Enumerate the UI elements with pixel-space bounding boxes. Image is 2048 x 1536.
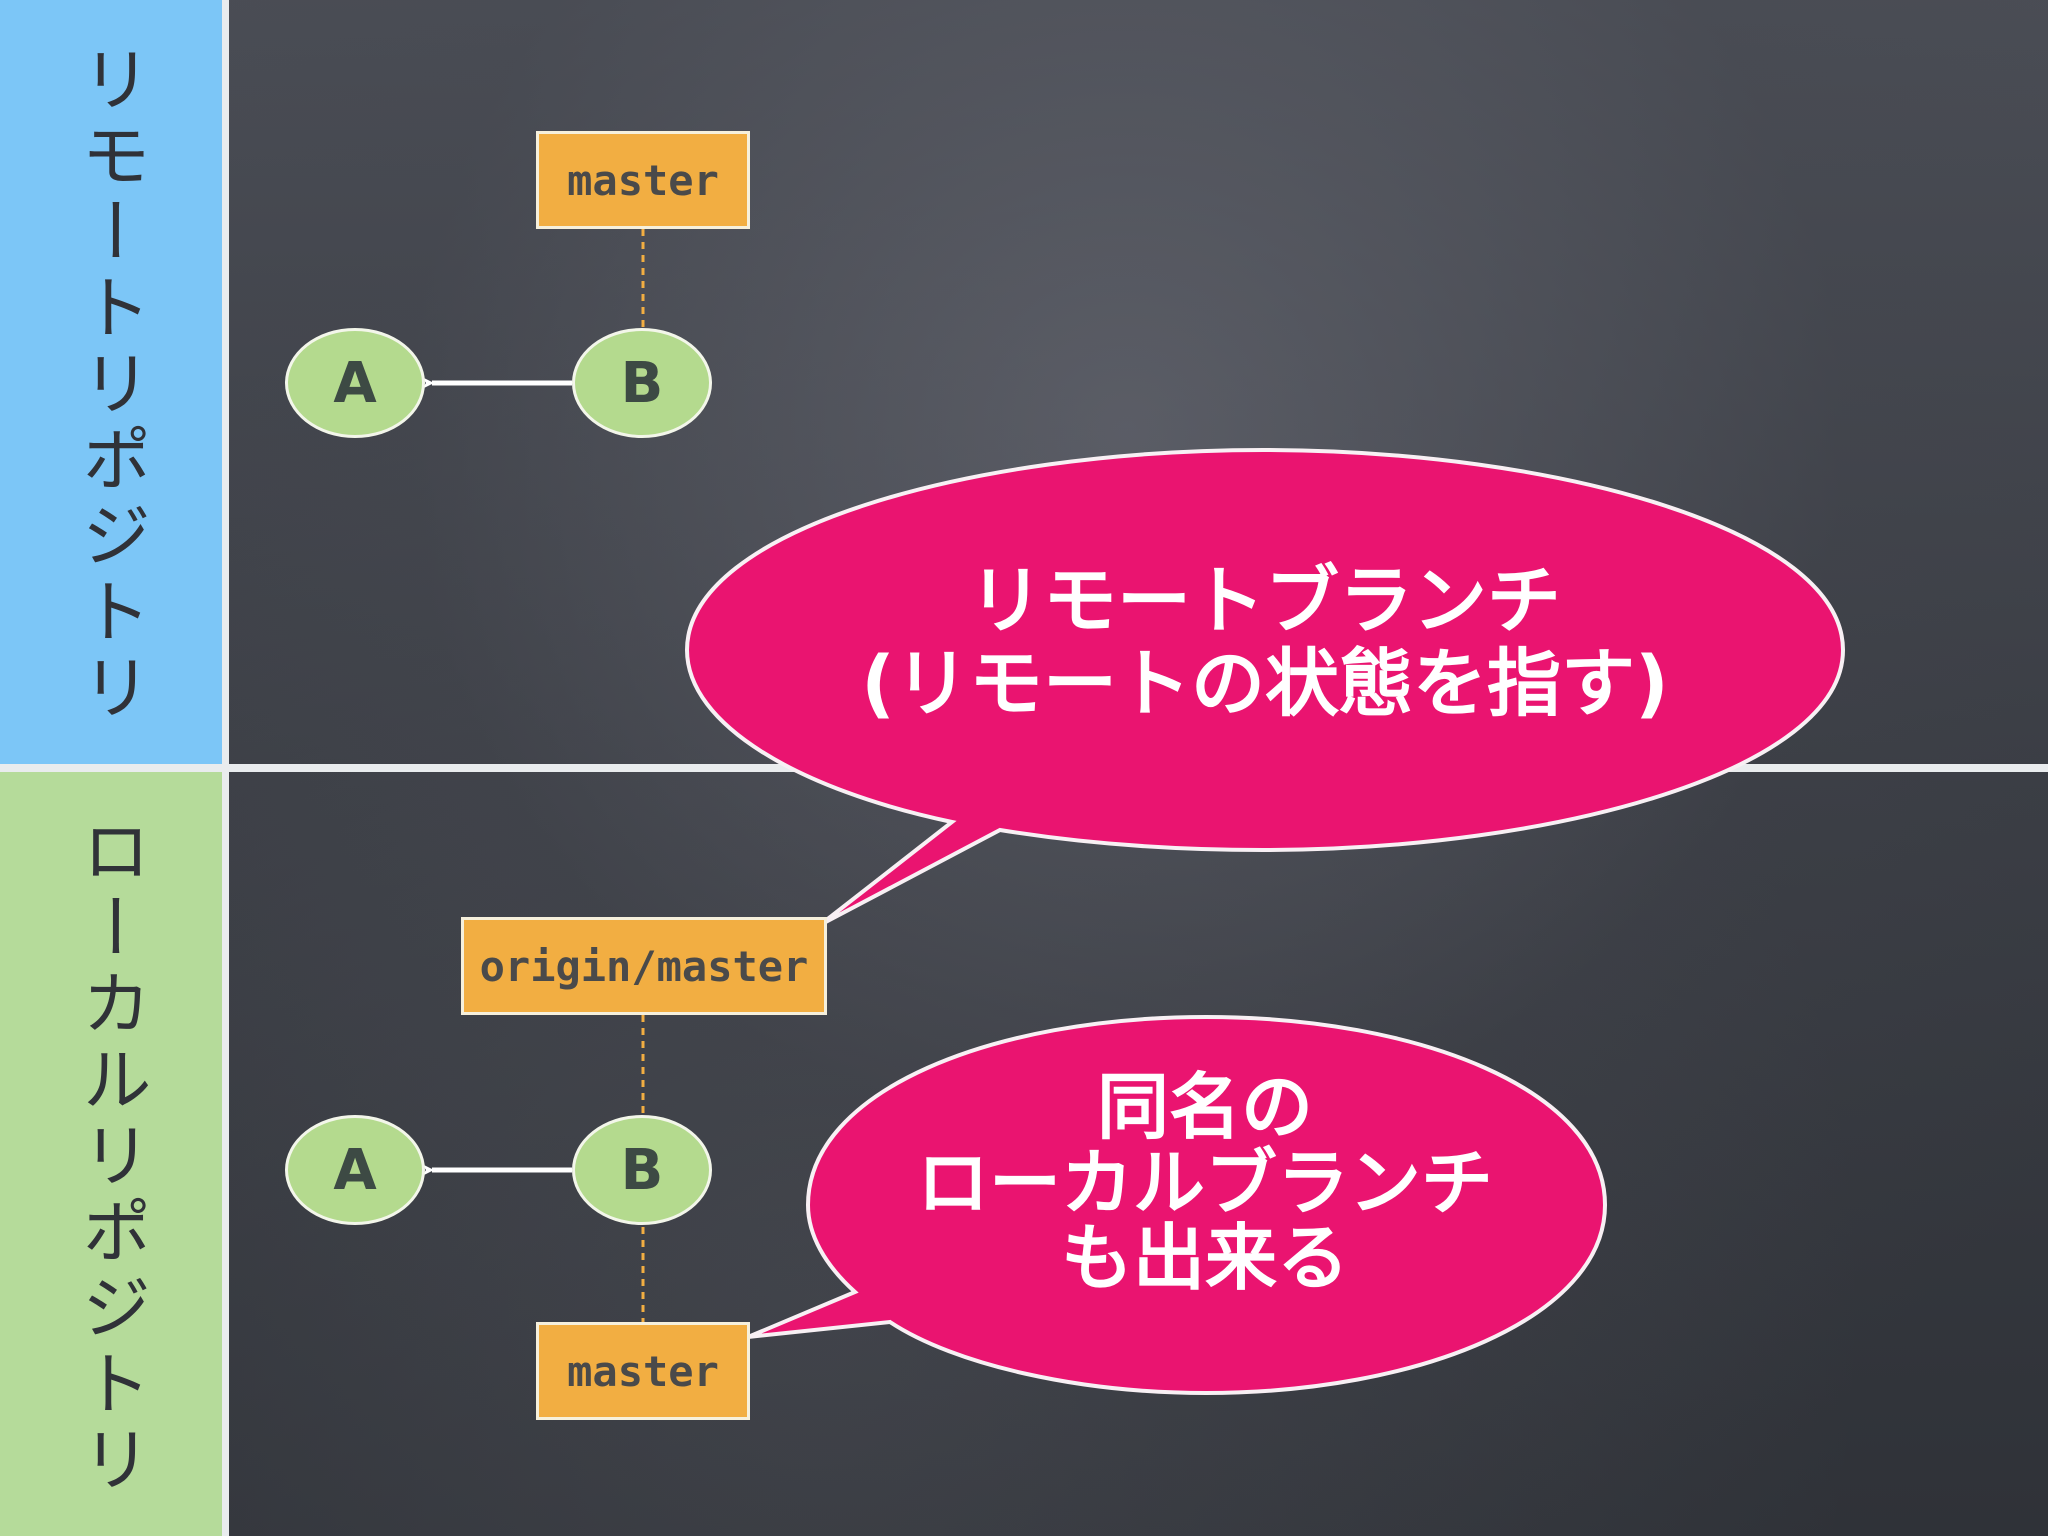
local-branch-callout-line-1: 同名の — [1096, 1065, 1313, 1149]
local-repository-panel: ローカルリポジトリ — [0, 772, 222, 1536]
local-branch-callout-bubble — [747, 1014, 1608, 1396]
origin-master-branch-label: origin/master — [461, 917, 827, 1015]
remote-branch-callout-line-2: (リモートの状態を指す) — [861, 640, 1669, 727]
remote-repository-label: リモートリポジトリ — [70, 43, 152, 727]
local-commit-b-label: B — [620, 1137, 664, 1203]
local-branch-callout-text: 同名の ローカルブランチ も出来る — [860, 1065, 1550, 1301]
local-master-branch-label: master — [536, 1322, 750, 1420]
local-commit-a: A — [285, 1115, 425, 1225]
remote-branch-callout-line-1: リモートブランチ — [969, 558, 1561, 644]
remote-branch-callout-text: リモートブランチ (リモートの状態を指す) — [760, 560, 1770, 726]
local-branch-callout-line-3: も出来る — [1060, 1216, 1349, 1301]
remote-commit-b: B — [572, 328, 712, 438]
remote-commit-b-label: B — [620, 350, 664, 416]
remote-commit-a: A — [285, 328, 425, 438]
remote-branch-callout-bubble — [684, 447, 1846, 927]
local-commit-b: B — [572, 1115, 712, 1225]
local-repository-label: ローカルリポジトリ — [70, 815, 152, 1499]
remote-commit-a-label: A — [333, 350, 377, 416]
remote-master-branch-label: master — [536, 131, 750, 229]
local-branch-callout-line-2: ローカルブランチ — [916, 1140, 1493, 1225]
remote-repository-panel: リモートリポジトリ — [0, 0, 222, 764]
local-commit-a-label: A — [333, 1137, 377, 1203]
